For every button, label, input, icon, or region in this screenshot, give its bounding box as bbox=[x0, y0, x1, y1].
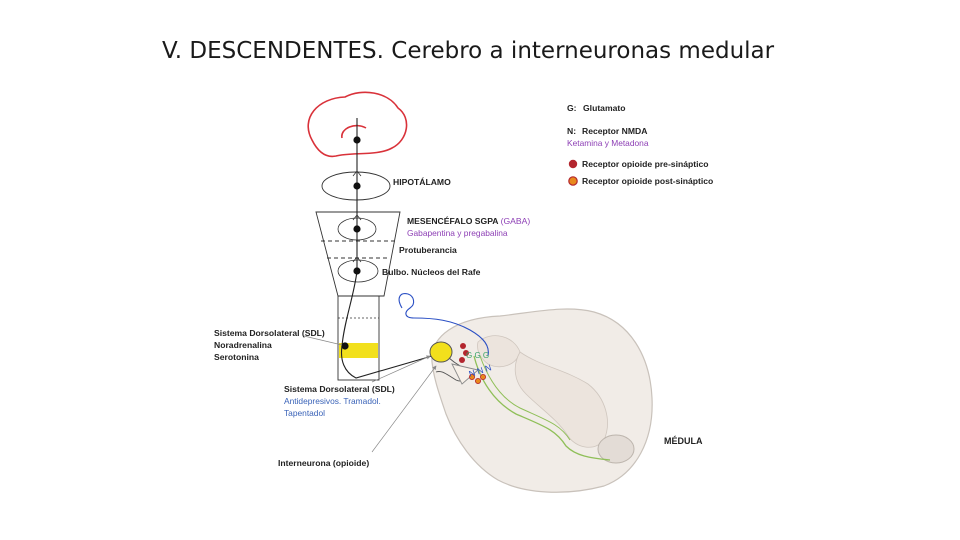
legend-nmda-key: N: bbox=[567, 126, 576, 136]
pointer-interneuron bbox=[371, 365, 437, 453]
interneuron-body bbox=[429, 341, 453, 363]
label-sdl-left-nt2: Serotonina bbox=[214, 352, 259, 362]
legend-pre-receptor-text: Receptor opioide pre-sináptico bbox=[582, 159, 709, 169]
glutamate-marks: G G G bbox=[466, 351, 489, 360]
label-sdl-mid-drugs1: Antidepresivos. Tramadol. bbox=[284, 396, 381, 406]
label-interneurona: Interneurona (opioide) bbox=[278, 458, 369, 468]
bulb-nucleus-oval bbox=[337, 259, 379, 283]
label-gaba: (GABA) bbox=[501, 216, 531, 226]
label-bulbo: Bulbo. Núcleos del Rafe bbox=[382, 267, 481, 277]
label-sdl-left-title: Sistema Dorsolateral (SDL) bbox=[214, 328, 325, 338]
ascending-tract-fiber-2 bbox=[479, 355, 571, 441]
legend: G: Glutamato N: Receptor NMDA Ketamina y… bbox=[567, 103, 713, 186]
legend-nmda-drugs: Ketamina y Metadona bbox=[567, 138, 649, 148]
legend-post-receptor-dot bbox=[568, 176, 578, 186]
axon-chevrons bbox=[352, 170, 362, 263]
label-sdl-left-nt1: Noradrenalina bbox=[214, 340, 272, 350]
neuron-cell-bodies bbox=[341, 136, 361, 350]
presynaptic-opioid-receptors bbox=[459, 343, 469, 363]
brain-fold bbox=[341, 124, 367, 139]
pointer-sdl-mid bbox=[371, 355, 431, 383]
ascending-tract-fiber bbox=[473, 355, 611, 461]
label-sdl-mid-title: Sistema Dorsolateral (SDL) bbox=[284, 384, 395, 394]
brain-outline bbox=[307, 91, 408, 158]
spinal-cord-ventral-root bbox=[597, 434, 635, 464]
pointer-sdl-left bbox=[303, 335, 343, 346]
label-gaba-drugs: Gabapentina y pregabalina bbox=[407, 228, 508, 238]
legend-pre-receptor-dot bbox=[568, 159, 578, 169]
label-hipotalamo: HIPOTÁLAMO bbox=[393, 177, 451, 187]
label-protuberancia: Protuberancia bbox=[399, 245, 457, 255]
legend-glutamate-text: Glutamato bbox=[583, 103, 626, 113]
slide-title: V. DESCENDENTES. Cerebro a interneuronas… bbox=[162, 38, 775, 64]
legend-post-receptor-text: Receptor opioide post-sináptico bbox=[582, 176, 713, 186]
legend-nmda-text: Receptor NMDA bbox=[582, 126, 647, 136]
label-mesencefalo: MESENCÉFALO SGPA (GABA) bbox=[407, 216, 530, 226]
yellow-sdl-band bbox=[339, 343, 378, 358]
label-medula: MÉDULA bbox=[664, 436, 703, 446]
postsynaptic-opioid-receptors bbox=[468, 373, 486, 384]
spinal-cord-gray-matter bbox=[514, 351, 608, 448]
primary-afferent-fiber bbox=[398, 293, 489, 357]
label-sdl-mid-drugs2: Tapentadol bbox=[284, 408, 325, 418]
spinal-cord-dorsal-horn bbox=[477, 335, 521, 368]
label-mesencefalo-name: MESENCÉFALO SGPA bbox=[407, 216, 498, 226]
brainstem-trapezoid bbox=[315, 211, 401, 297]
spinal-segment-rect bbox=[337, 295, 380, 381]
legend-glutamate-key: G: bbox=[567, 103, 577, 113]
